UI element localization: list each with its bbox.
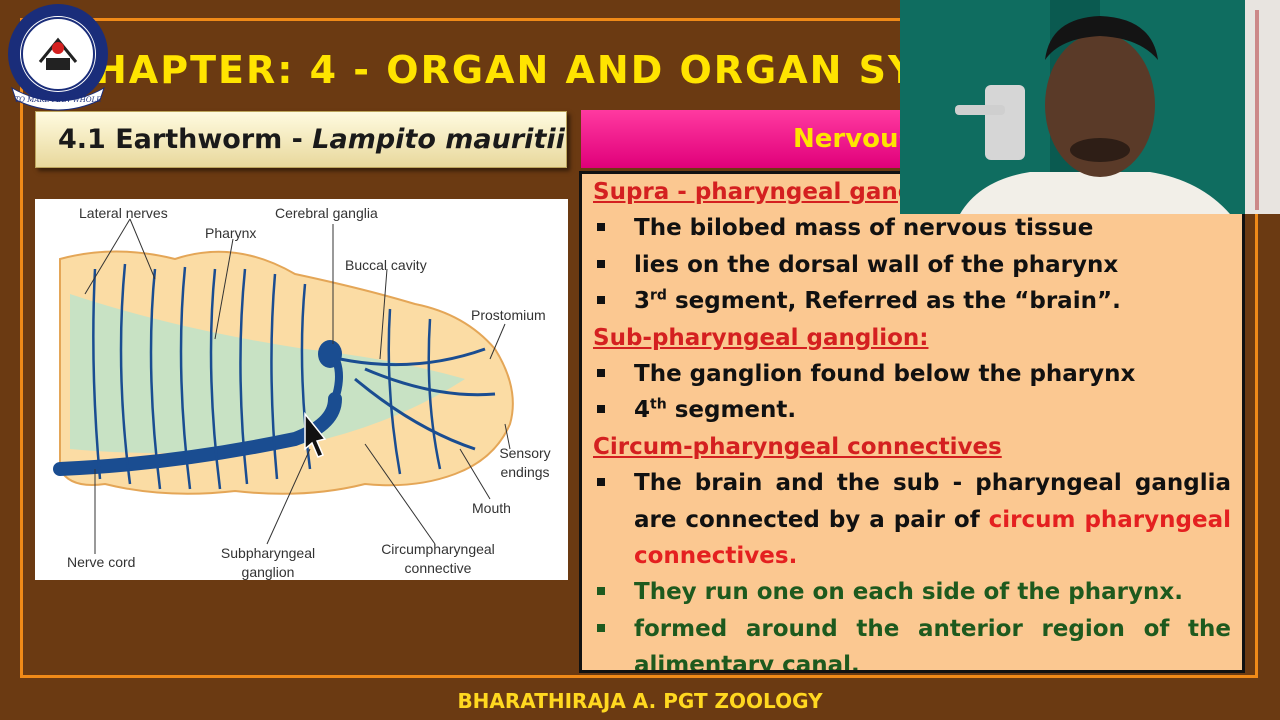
label-mouth: Mouth (472, 500, 511, 516)
list-item: 3rd segment, Referred as the “brain”. (593, 283, 1231, 319)
heading-sub-pharyngeal: Sub-pharyngeal ganglion: (593, 324, 929, 351)
slide-frame (20, 18, 1258, 678)
label-cerebral-ganglia: Cerebral ganglia (275, 205, 378, 221)
label-pharynx: Pharynx (205, 225, 257, 241)
bullet-icon (597, 478, 605, 487)
list-item: They run one on each side of the pharynx… (593, 574, 1231, 610)
diagram-illustration (53, 218, 514, 554)
label-sensory-endings: Sensory endings (499, 445, 551, 480)
heading-circum-pharyngeal: Circum-pharyngeal connectives (593, 433, 1002, 460)
list-item: formed around the anterior region of the… (593, 611, 1231, 670)
topic-prefix: 4.1 Earthworm - (58, 124, 313, 155)
list-item: The brain and the sub - pharyngeal gangl… (593, 465, 1231, 574)
bullet-icon (597, 587, 605, 596)
label-nerve-cord: Nerve cord (67, 554, 136, 570)
species-name: Lampito mauritii (312, 124, 565, 155)
label-prostomium: Prostomium (471, 307, 546, 323)
label-circumpharyngeal-connective: Circumpharyngeal connective (381, 541, 495, 576)
topic-subtitle: 4.1 Earthworm - Lampito mauritii (35, 111, 567, 168)
svg-text:TO MAKE MAN WHOLE: TO MAKE MAN WHOLE (15, 96, 102, 104)
bullet-icon (597, 369, 605, 378)
bullet-icon (597, 296, 605, 305)
bullet-icon (597, 623, 605, 632)
label-lateral-nerves: Lateral nerves (79, 205, 168, 221)
list-item: 4th segment. (593, 392, 1231, 428)
list-item: The bilobed mass of nervous tissue (593, 210, 1231, 246)
label-subpharyngeal-ganglion: Subpharyngeal ganglion (220, 545, 316, 580)
school-logo: TO MAKE MAN WHOLE (8, 4, 108, 111)
bullet-icon (597, 259, 605, 268)
bullet-icon (597, 223, 605, 232)
notes-panel: Supra - pharyngeal gangl The bilobed mas… (579, 171, 1245, 673)
presenter-credit: BHARATHIRAJA A. PGT ZOOLOGY (457, 689, 823, 713)
heading-supra-pharyngeal: Supra - pharyngeal gangl (593, 179, 923, 205)
label-buccal-cavity: Buccal cavity (345, 257, 427, 273)
presenter-video (900, 0, 1280, 214)
list-item: The ganglion found below the pharynx (593, 356, 1231, 392)
list-item: lies on the dorsal wall of the pharynx (593, 247, 1231, 283)
chapter-title: HAPTER: 4 - ORGAN AND ORGAN SYSTE (95, 48, 915, 92)
bullet-icon (597, 405, 605, 414)
presenter-webcam (900, 0, 1280, 214)
earthworm-nervous-system-diagram: Lateral nerves Cerebral ganglia Pharynx … (35, 199, 568, 580)
